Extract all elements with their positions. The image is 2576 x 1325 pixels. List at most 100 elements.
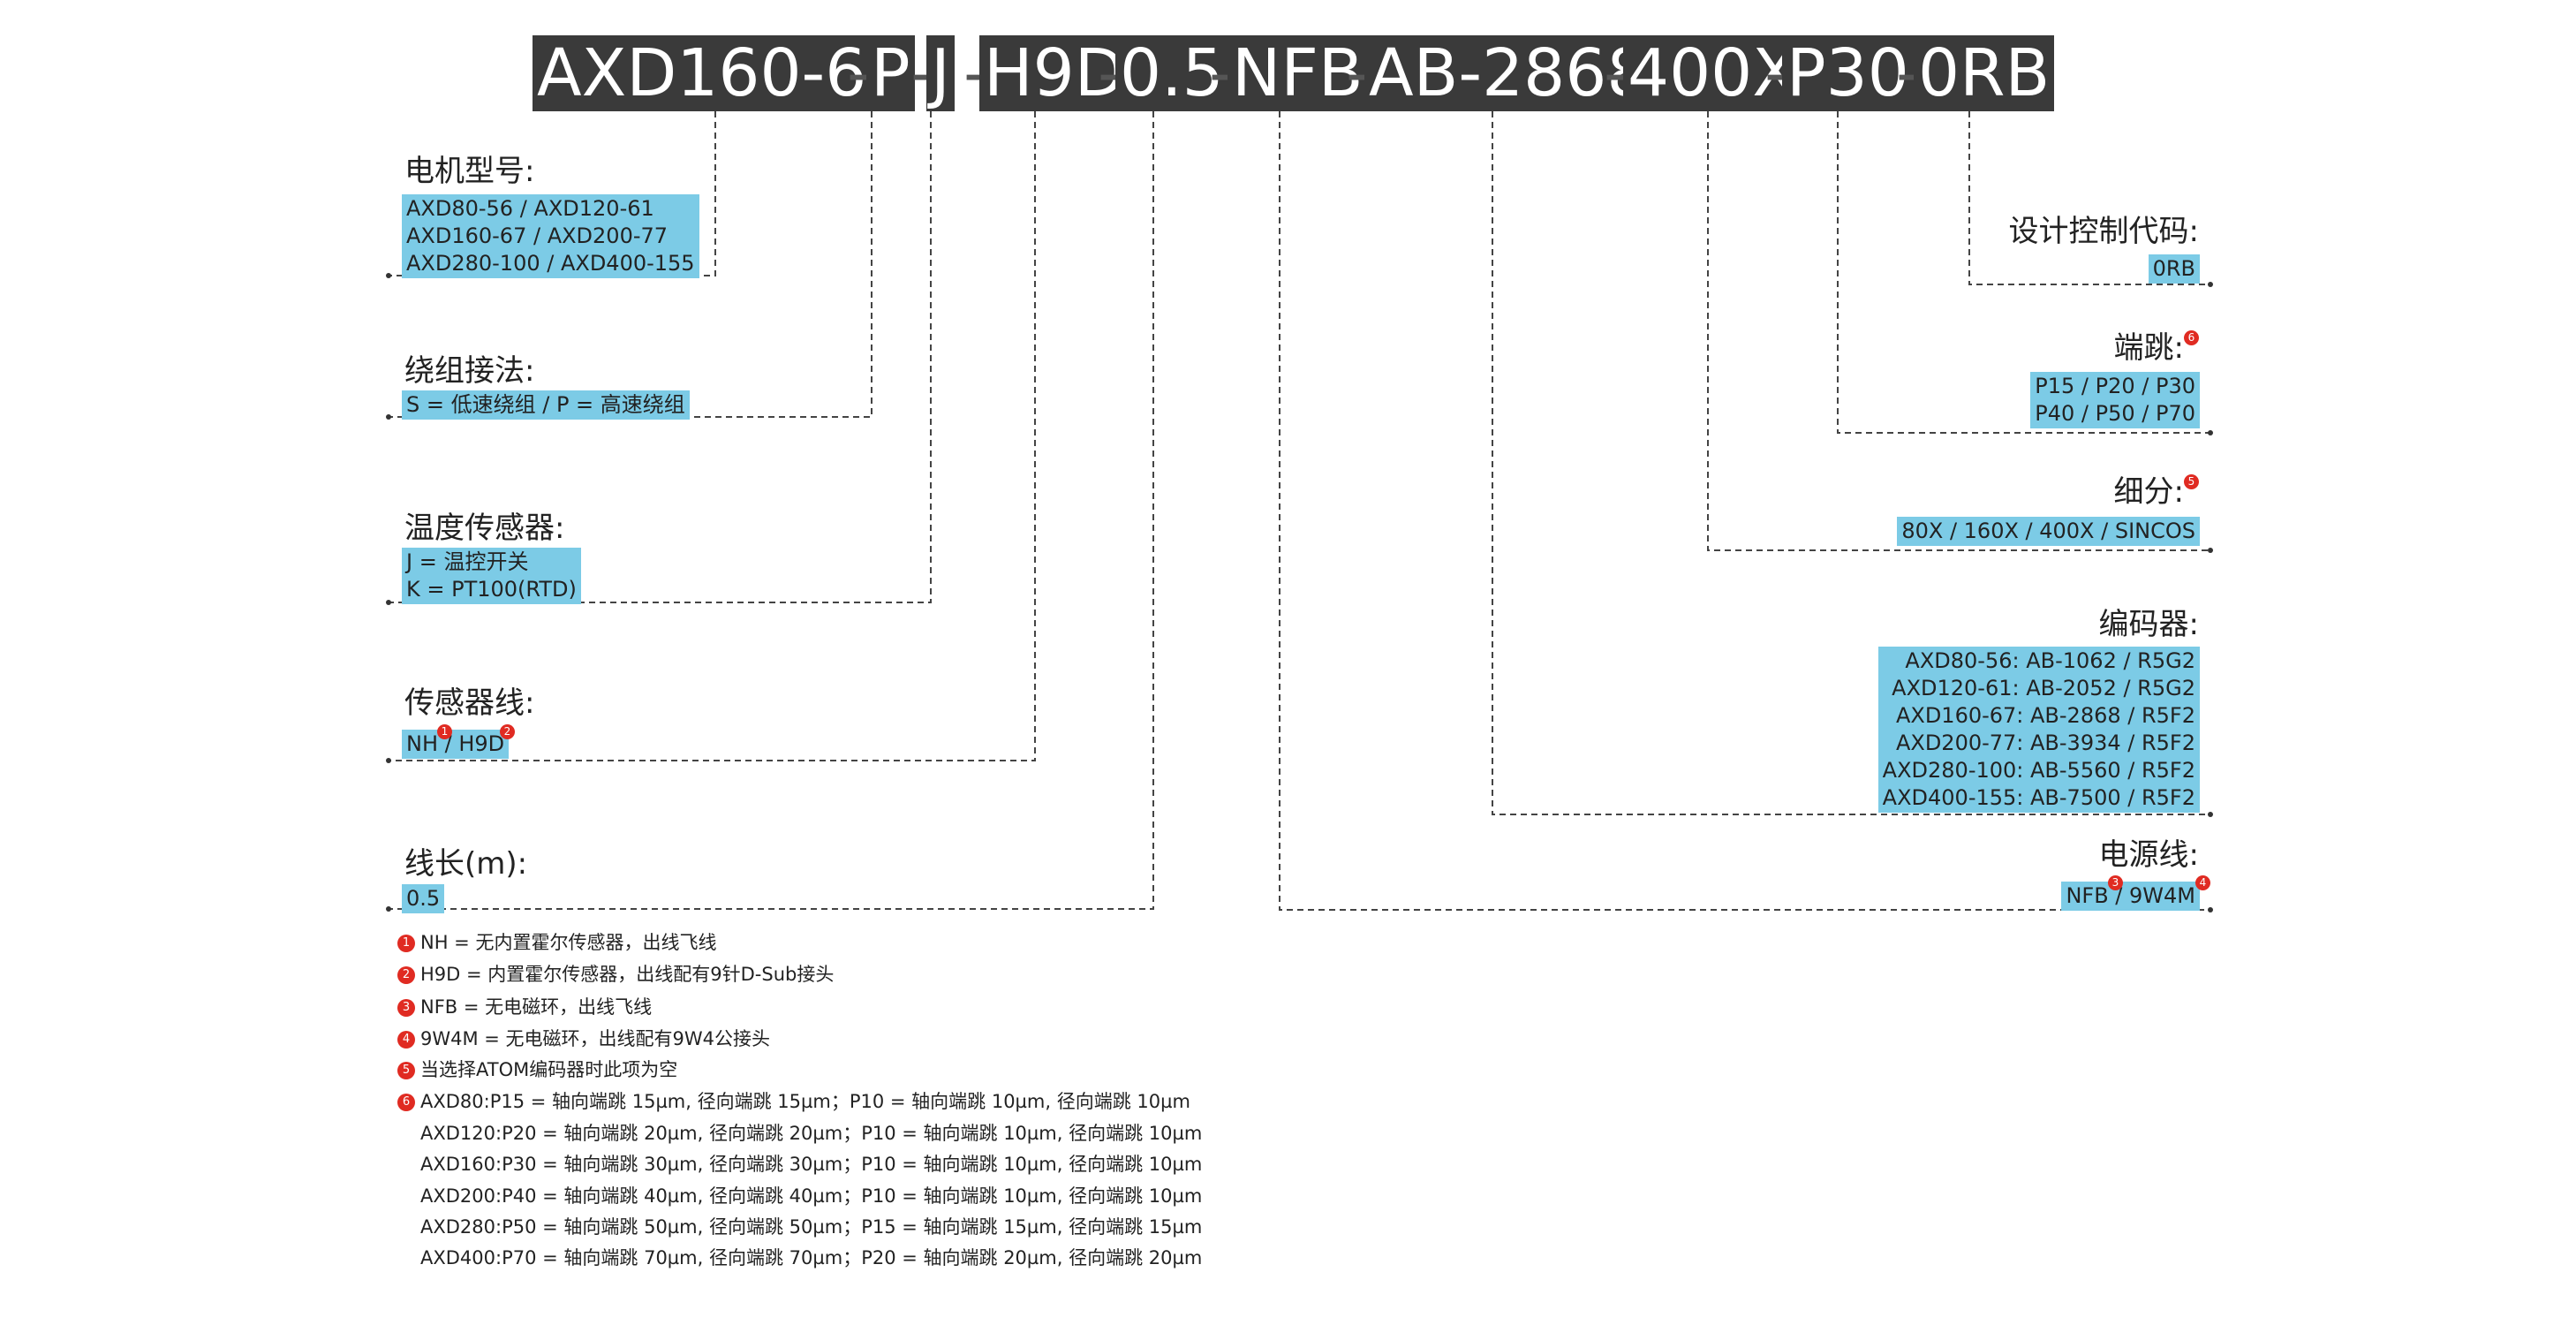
footnote-text: NH = 无内置霍尔传感器，出线飞线 <box>420 932 717 953</box>
footnote-text: AXD200:P40 = 轴向端跳 40µm, 径向端跳 40µm；P10 = … <box>420 1185 1203 1207</box>
footnote: 6 AXD80:P15 = 轴向端跳 15µm, 径向端跳 15µm；P10 = … <box>397 1090 1190 1113</box>
endpoint-dot <box>386 758 391 763</box>
code-segment-resolution: 400X <box>1623 35 1802 111</box>
endpoint-dot <box>386 600 391 605</box>
winding-label: 绕组接法: <box>404 353 535 389</box>
endpoint-dot <box>2208 548 2213 553</box>
motor-model-options: AXD80-56 / AXD120-61 AXD160-67 / AXD200-… <box>402 194 699 278</box>
power-cable-label: 电源线: <box>2098 837 2199 873</box>
endpoint-dot <box>386 273 391 278</box>
connector-line <box>389 111 1036 761</box>
code-segment-model: AXD160-67 <box>533 35 913 111</box>
winding-options: S = 低速绕组 / P = 高速绕组 <box>402 390 690 420</box>
connector-line <box>1968 111 2210 285</box>
option-text: AXD120-61: AB-2052 / R5G2 <box>1892 676 2195 700</box>
encoder-options: AXD80-56: AB-1062 / R5G2 AXD120-61: AB-2… <box>1877 647 2200 813</box>
runout-title: 端跳: <box>2113 330 2184 366</box>
design-code-options: 0RB <box>2148 254 2200 284</box>
sensor-cable-label: 传感器线: <box>404 685 535 721</box>
note-badge-5: 5 <box>2184 474 2199 489</box>
option-text: AXD200-77: AB-3934 / R5F2 <box>1895 731 2195 755</box>
connector-line <box>1279 111 2210 911</box>
note-badge-2: 2 <box>500 724 515 739</box>
endpoint-dot <box>2208 282 2213 287</box>
footnote: 4 9W4M = 无电磁环，出线配有9W4公接头 <box>397 1027 770 1050</box>
footnote: 1 NH = 无内置霍尔传感器，出线飞线 <box>397 931 716 954</box>
footnote: AXD120:P20 = 轴向端跳 20µm, 径向端跳 20µm；P10 = … <box>420 1122 1202 1145</box>
footnote: AXD200:P40 = 轴向端跳 40µm, 径向端跳 40µm；P10 = … <box>420 1185 1202 1208</box>
option-text: AXD280-100 / AXD400-155 <box>406 251 695 276</box>
sensor-cable-options: NH / H9D <box>402 730 510 759</box>
connector-line <box>389 111 1154 910</box>
option-text: J = 温控开关 <box>406 549 529 574</box>
footnote-text: NFB = 无电磁环，出线飞线 <box>420 996 653 1018</box>
code-segment-sensor-cable: H9D <box>979 35 1129 111</box>
option-text: 80X / 160X / 400X / SINCOS <box>1901 519 2195 543</box>
endpoint-dot <box>2208 812 2213 817</box>
resolution-label: 细分:5 <box>2114 474 2199 510</box>
connector-line <box>1707 111 2210 551</box>
footnote: 2 H9D = 内置霍尔传感器，出线配有9针D-Sub接头 <box>397 963 834 986</box>
connector-line <box>1837 111 2210 434</box>
endpoint-dot <box>2208 907 2213 912</box>
footnote: 5 当选择ATOM编码器时此项为空 <box>397 1058 677 1081</box>
footnote-text: AXD400:P70 = 轴向端跳 70µm, 径向端跳 70µm；P20 = … <box>420 1247 1203 1268</box>
option-text: AXD160-67 / AXD200-77 <box>406 223 669 248</box>
runout-label: 端跳:6 <box>2114 330 2199 366</box>
cable-length-label: 线长(m): <box>404 846 528 882</box>
option-text: AXD80-56 / AXD120-61 <box>406 196 654 221</box>
footnote-badge: 1 <box>397 935 415 952</box>
footnote-text: 9W4M = 无电磁环，出线配有9W4公接头 <box>420 1028 771 1049</box>
endpoint-dot <box>386 906 391 912</box>
design-code-label: 设计控制代码: <box>2008 214 2199 249</box>
power-cable-options: NFB / 9W4M <box>2061 882 2200 911</box>
code-segment-winding: P <box>866 35 915 111</box>
option-text: S = 低速绕组 / P = 高速绕组 <box>406 392 685 417</box>
footnote: AXD280:P50 = 轴向端跳 50µm, 径向端跳 50µm；P15 = … <box>420 1215 1202 1238</box>
footnote-badge: 4 <box>397 1031 415 1049</box>
option-text: AXD80-56: AB-1062 / R5G2 <box>1905 648 2195 673</box>
option-text: NFB / 9W4M <box>2066 883 2195 908</box>
option-text: P15 / P20 / P30 <box>2035 374 2195 398</box>
footnote-text: H9D = 内置霍尔传感器，出线配有9针D-Sub接头 <box>420 964 835 985</box>
footnote-badge: 6 <box>397 1094 415 1111</box>
code-segment-runout: P30 <box>1782 35 1914 111</box>
option-text: AXD280-100: AB-5560 / R5F2 <box>1882 758 2195 783</box>
note-badge-1: 1 <box>437 724 452 739</box>
code-segment-power-cable: NFB <box>1228 35 1368 111</box>
footnote-text: AXD120:P20 = 轴向端跳 20µm, 径向端跳 20µm；P10 = … <box>420 1123 1203 1144</box>
note-badge-6: 6 <box>2184 330 2199 345</box>
endpoint-dot <box>386 414 391 420</box>
option-text: 0RB <box>2152 256 2195 281</box>
note-badge-4: 4 <box>2195 875 2210 890</box>
runout-options: P15 / P20 / P30 P40 / P50 / P70 <box>2030 372 2200 428</box>
option-text: NH / H9D <box>406 731 505 756</box>
footnote-text: AXD280:P50 = 轴向端跳 50µm, 径向端跳 50µm；P15 = … <box>420 1216 1203 1238</box>
footnote: AXD400:P70 = 轴向端跳 70µm, 径向端跳 70µm；P20 = … <box>420 1246 1202 1269</box>
footnote-badge: 3 <box>397 999 415 1017</box>
code-segment-design-code: 0RB <box>1914 35 2055 111</box>
option-text: AXD160-67: AB-2868 / R5F2 <box>1895 703 2195 728</box>
footnote: AXD160:P30 = 轴向端跳 30µm, 径向端跳 30µm；P10 = … <box>420 1153 1202 1176</box>
resolution-options: 80X / 160X / 400X / SINCOS <box>1897 517 2200 546</box>
code-segment-temp-sensor: J <box>926 35 955 111</box>
cable-length-options: 0.5 <box>402 884 445 913</box>
connector-line <box>1492 111 2210 815</box>
footnote-text: 当选择ATOM编码器时此项为空 <box>420 1059 678 1080</box>
motor-model-label: 电机型号: <box>404 154 535 189</box>
footnote-badge: 2 <box>397 966 415 984</box>
footnote-text: AXD160:P30 = 轴向端跳 30µm, 径向端跳 30µm；P10 = … <box>420 1154 1203 1175</box>
code-segment-encoder: AB-2868 <box>1364 35 1653 111</box>
option-text: AXD400-155: AB-7500 / R5F2 <box>1882 785 2195 810</box>
resolution-title: 细分: <box>2113 474 2184 510</box>
temp-sensor-options: J = 温控开关 K = PT100(RTD) <box>402 548 581 604</box>
endpoint-dot <box>2208 430 2213 435</box>
footnote-text: AXD80:P15 = 轴向端跳 15µm, 径向端跳 15µm；P10 = 轴… <box>420 1091 1190 1112</box>
option-text: P40 / P50 / P70 <box>2035 401 2195 426</box>
temp-sensor-label: 温度传感器: <box>404 511 565 546</box>
option-text: K = PT100(RTD) <box>406 577 577 602</box>
footnote: 3 NFB = 无电磁环，出线飞线 <box>397 996 652 1018</box>
footnote-badge: 5 <box>397 1062 415 1079</box>
option-text: 0.5 <box>406 886 441 911</box>
note-badge-3: 3 <box>2108 875 2123 890</box>
